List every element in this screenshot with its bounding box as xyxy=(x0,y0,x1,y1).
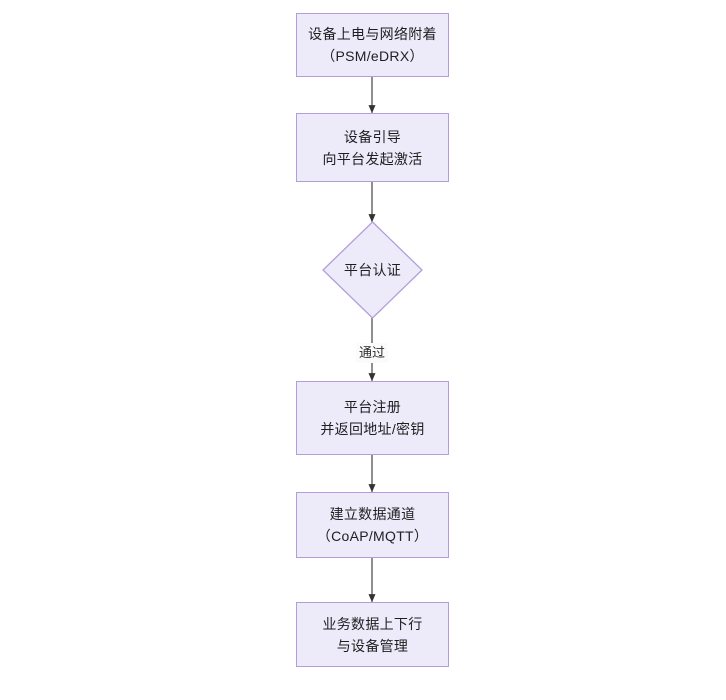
process-node[interactable]: 平台注册 并返回地址/密钥 xyxy=(296,381,449,455)
node-label: 平台注册 并返回地址/密钥 xyxy=(320,399,425,437)
process-node[interactable]: 建立数据通道 （CoAP/MQTT） xyxy=(296,492,449,558)
node-label: 业务数据上下行 与设备管理 xyxy=(322,615,423,654)
node-label: 设备引导 向平台发起激活 xyxy=(322,128,423,167)
node-label: 设备上电与网络附着 （PSM/eDRX） xyxy=(308,26,437,64)
decision-node[interactable]: 平台认证 xyxy=(323,222,422,318)
process-node[interactable]: 业务数据上下行 与设备管理 xyxy=(296,602,449,667)
node-label: 建立数据通道 （CoAP/MQTT） xyxy=(316,506,429,544)
process-node[interactable]: 设备引导 向平台发起激活 xyxy=(296,113,449,182)
edge-label: 通过 xyxy=(355,343,389,363)
process-node[interactable]: 设备上电与网络附着 （PSM/eDRX） xyxy=(296,13,449,77)
node-label: 平台认证 xyxy=(343,262,402,278)
